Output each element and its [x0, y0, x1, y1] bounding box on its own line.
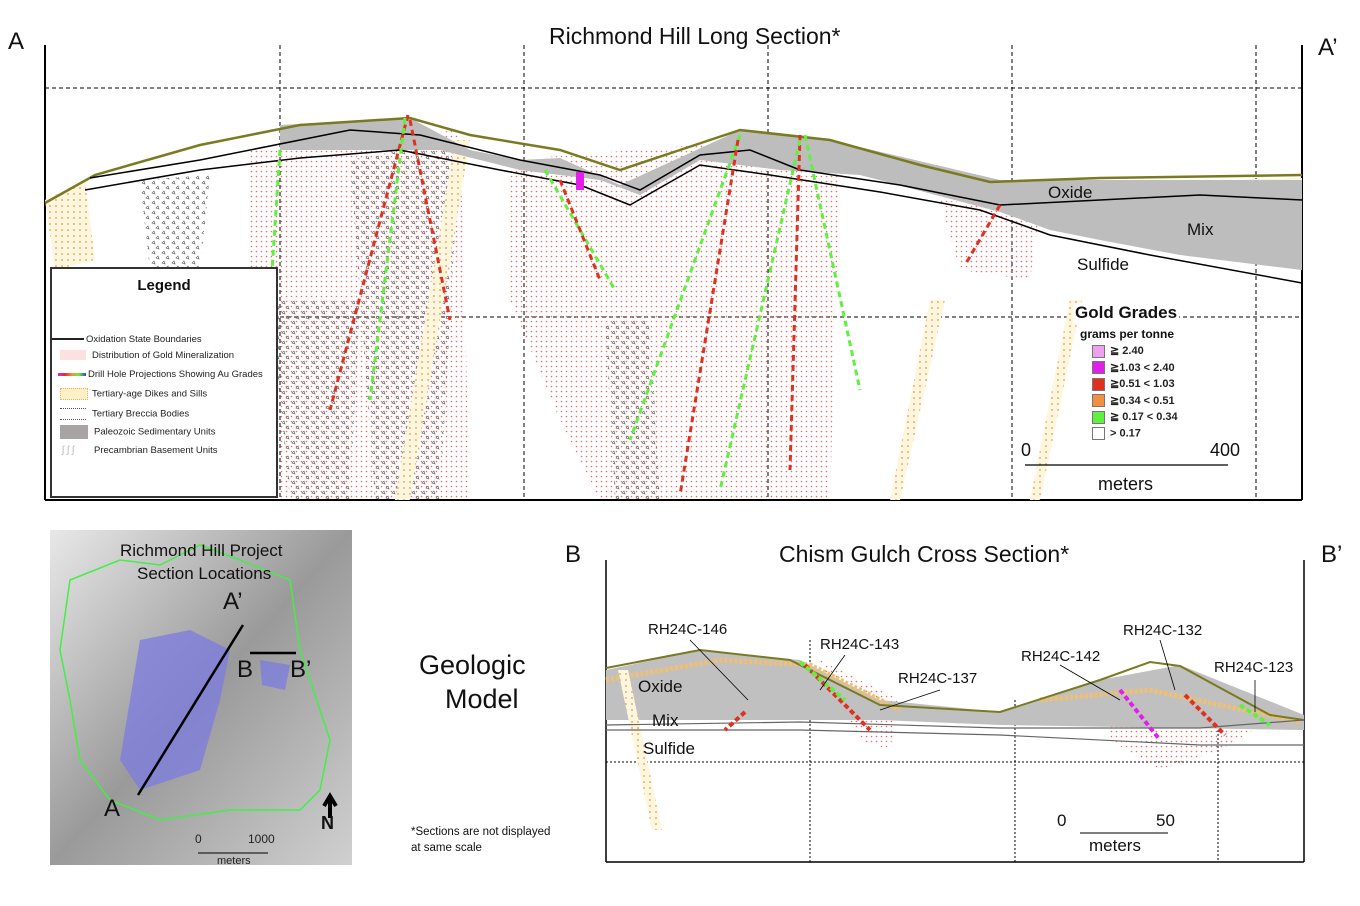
gold-grade-item: ≧1.03 < 2.40 [1092, 361, 1175, 375]
section-end-label: A’ [1318, 34, 1338, 61]
yellow-stipple-swatch-icon [60, 388, 88, 400]
grade-color-swatch-icon [1092, 426, 1105, 440]
legend-item: Oxidation State Boundaries [52, 334, 202, 345]
north-arrow-icon [322, 792, 338, 818]
map-scale-start: 0 [195, 832, 202, 846]
footnote-line1: *Sections are not displayed [411, 826, 551, 838]
caption-line1: Geologic [419, 650, 526, 680]
drill-hole-projections [268, 114, 1002, 496]
grade-color-swatch-icon [1092, 361, 1105, 375]
legend-item-label: Paleozoic Sedimentary Units [94, 426, 216, 438]
cross-start-label: B [565, 541, 582, 568]
grade-color-swatch-icon [1092, 410, 1105, 424]
red-stipple-swatch-icon [60, 350, 86, 361]
north-label: N [321, 813, 334, 833]
map-title-line2: Section Locations [137, 564, 272, 583]
grade-label: > 0.17 [1110, 426, 1141, 439]
legend-item: Tertiary Breccia Bodies [60, 408, 189, 420]
high-grade-intercept [576, 172, 584, 190]
terrain-surface [44, 116, 1303, 205]
grade-label: ≧ 0.17 < 0.34 [1110, 411, 1178, 423]
map-label-b-prime: B’ [290, 656, 312, 683]
gold-grade-item: ≧0.51 < 1.03 [1092, 377, 1175, 391]
mineralized-area [120, 630, 290, 790]
gold-grades-subtitle: grams per tonne [1080, 327, 1175, 341]
scale-end: 400 [1210, 440, 1241, 460]
oxide-label: Oxide [1048, 183, 1093, 202]
legend-item-label: Distribution of Gold Mineralization [92, 350, 235, 361]
cross-section [605, 560, 1305, 863]
section-line-a [136, 624, 245, 796]
gold-grade-item: ≧0.34 < 0.51 [1092, 394, 1175, 408]
drill-hole-label: RH24C-137 [898, 670, 978, 687]
breccia-body [140, 140, 660, 500]
long-section [44, 45, 1303, 501]
scale-unit: meters [1098, 474, 1154, 494]
cross-scale-unit: meters [1089, 836, 1141, 855]
caption-line2: Model [445, 684, 519, 714]
footnote-line2: at same scale [411, 842, 482, 854]
cross-scale-end: 50 [1156, 811, 1175, 830]
legend-item: ʃ ʃ ʃ Precambrian Basement Units [62, 445, 218, 456]
scale-start: 0 [1021, 440, 1032, 460]
cross-sulfide-label: Sulfide [643, 739, 695, 758]
paleozoic-unit [280, 118, 1302, 270]
legend-item: Paleozoic Sedimentary Units [60, 425, 215, 439]
cross-section-title: Chism Gulch Cross Section* [779, 541, 1070, 567]
mix-label: Mix [1187, 220, 1214, 239]
gold-grades-title: Gold Grades [1073, 303, 1180, 323]
grade-label: ≧0.34 < 0.51 [1110, 394, 1175, 407]
drill-hole-label: RH24C-143 [820, 636, 900, 653]
grade-label: ≧0.51 < 1.03 [1110, 378, 1175, 390]
drill-hole-label: RH24C-142 [1021, 648, 1101, 665]
multicolor-line-swatch-icon [58, 372, 86, 376]
map-label-a-prime: A’ [223, 588, 243, 615]
drill-hole-label: RH24C-146 [648, 621, 728, 638]
grade-color-swatch-icon [1092, 394, 1105, 408]
cross-scale-start: 0 [1057, 811, 1067, 830]
squiggle-swatch-icon: ʃ ʃ ʃ [62, 445, 75, 456]
legend-item-label: Precambrian Basement Units [94, 445, 218, 457]
legend-item: Drill Hole Projections Showing Au Grades [58, 369, 263, 380]
legend-item: Distribution of Gold Mineralization [60, 350, 234, 361]
grade-color-swatch-icon [1092, 377, 1105, 391]
long-section-title: Richmond Hill Long Section* [549, 23, 841, 49]
oxidation-boundary [89, 129, 1303, 206]
drill-hole-label: RH24C-123 [1214, 659, 1294, 676]
line-swatch-icon [52, 338, 84, 341]
grade-label: ≧ 2.40 [1110, 345, 1144, 357]
legend-item-label: Oxidation State Boundaries [86, 334, 202, 345]
grade-label: ≧1.03 < 2.40 [1110, 361, 1175, 374]
oxidation-boundary [84, 149, 1303, 284]
legend-title: Legend [137, 277, 191, 294]
map-scale-end: 1000 [248, 832, 275, 846]
legend-item-label: Drill Hole Projections Showing Au Grades [88, 369, 263, 380]
cross-end-label: B’ [1321, 541, 1343, 568]
grade-color-swatch-icon [1092, 344, 1105, 358]
gold-grade-item: ≧ 0.17 < 0.34 [1092, 410, 1178, 424]
legend-item-label: Tertiary-age Dikes and Sills [92, 388, 208, 400]
project-boundary [59, 544, 331, 821]
gray-swatch-icon [60, 425, 88, 439]
gold-grade-item: > 0.17 [1092, 426, 1141, 440]
map-label-b: B [237, 656, 254, 683]
cross-mix-label: Mix [652, 711, 679, 730]
location-map [50, 530, 352, 865]
cross-oxide-label: Oxide [638, 677, 683, 696]
map-scale-unit: meters [217, 855, 251, 867]
legend-item-label: Tertiary Breccia Bodies [92, 408, 190, 420]
legend-box: Legend Oxidation State Boundaries Distri… [50, 267, 278, 498]
legend-item: Tertiary-age Dikes and Sills [60, 388, 207, 400]
breccia-swatch-icon [60, 408, 86, 420]
drill-hole-label: RH24C-132 [1123, 622, 1203, 639]
map-title-line1: Richmond Hill Project [120, 541, 283, 560]
gold-grade-item: ≧ 2.40 [1092, 344, 1144, 358]
sulfide-label: Sulfide [1077, 255, 1129, 274]
map-label-a: A [104, 795, 121, 822]
section-start-label: A [8, 28, 25, 55]
